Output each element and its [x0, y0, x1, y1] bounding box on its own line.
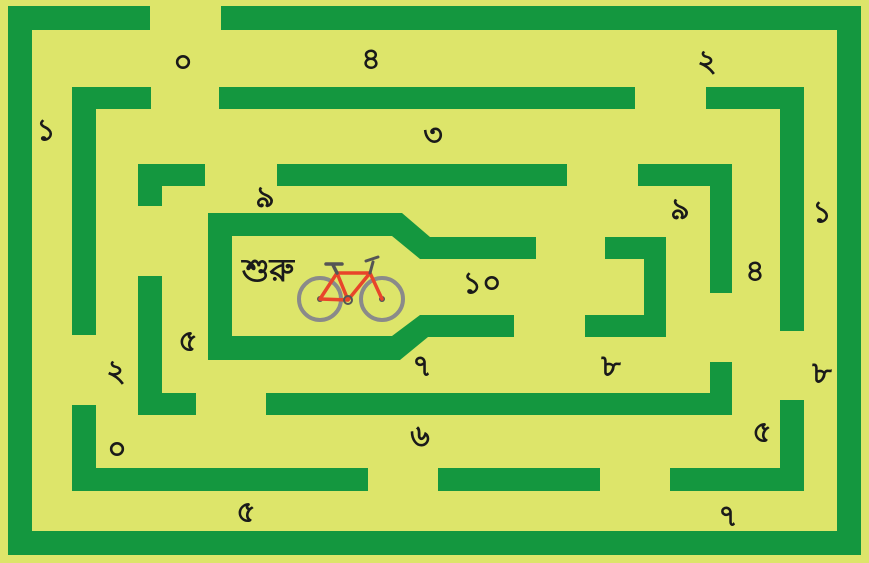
maze-number-right-inner: ৪	[745, 257, 764, 287]
wall-ring1-bottom-left	[72, 468, 368, 491]
wall-inner-bracket-bottom	[585, 315, 666, 337]
maze-number-bottom-mid: ৬	[410, 422, 430, 452]
maze-number-left-outer: ১	[36, 116, 55, 146]
wall-ring1-left	[72, 87, 96, 335]
maze-number-bottom-left: ০	[107, 435, 127, 465]
wall-ring2-top-left-v	[138, 164, 162, 206]
maze-number-right-outer: ১	[812, 198, 831, 228]
maze-number-bottom-right: ৫	[752, 418, 771, 448]
outer-wall-bottom	[8, 531, 861, 555]
maze-number-center: ১০	[463, 269, 502, 299]
maze-number-top-mid: ৪	[361, 45, 380, 75]
maze-number-ring3-top: ৩	[423, 121, 443, 151]
wall-ring1-bottom-mid	[438, 468, 600, 491]
outer-wall-left	[8, 6, 32, 555]
start-label: শুরু	[242, 254, 294, 286]
wall-ring2-right	[710, 164, 732, 293]
outer-wall-top-right	[221, 6, 861, 30]
wall-ring2-top-mid	[277, 164, 567, 186]
maze-number-mid-right: ৮	[601, 352, 620, 382]
wall-ring1-top-mid	[219, 87, 635, 109]
maze-number-bottom-right-outer: ৭	[718, 502, 738, 532]
wall-ring1-bottom-right-vert	[780, 400, 804, 491]
wall-ring2-bottom-left	[138, 393, 196, 415]
outer-wall-right	[837, 6, 861, 555]
maze-number-left-mid: ২	[106, 357, 126, 387]
maze-number-bottom-left-outer: ৫	[236, 498, 255, 528]
maze-number-ring3-left: ৯	[255, 183, 274, 213]
wall-ring2-bottom-right-v	[710, 362, 732, 415]
wall-ring2-bottom	[266, 393, 732, 415]
maze-number-top-left: ০	[173, 48, 193, 78]
wall-ring1-right	[780, 87, 804, 331]
maze-number-inner-left: ৫	[178, 327, 197, 357]
maze-number-ring3-right: ৯	[670, 195, 689, 225]
maze-number-inner-bottom: ৭	[412, 352, 432, 382]
maze-number-top-right: ২	[697, 47, 717, 77]
maze-number-far-right: ৮	[812, 359, 831, 389]
